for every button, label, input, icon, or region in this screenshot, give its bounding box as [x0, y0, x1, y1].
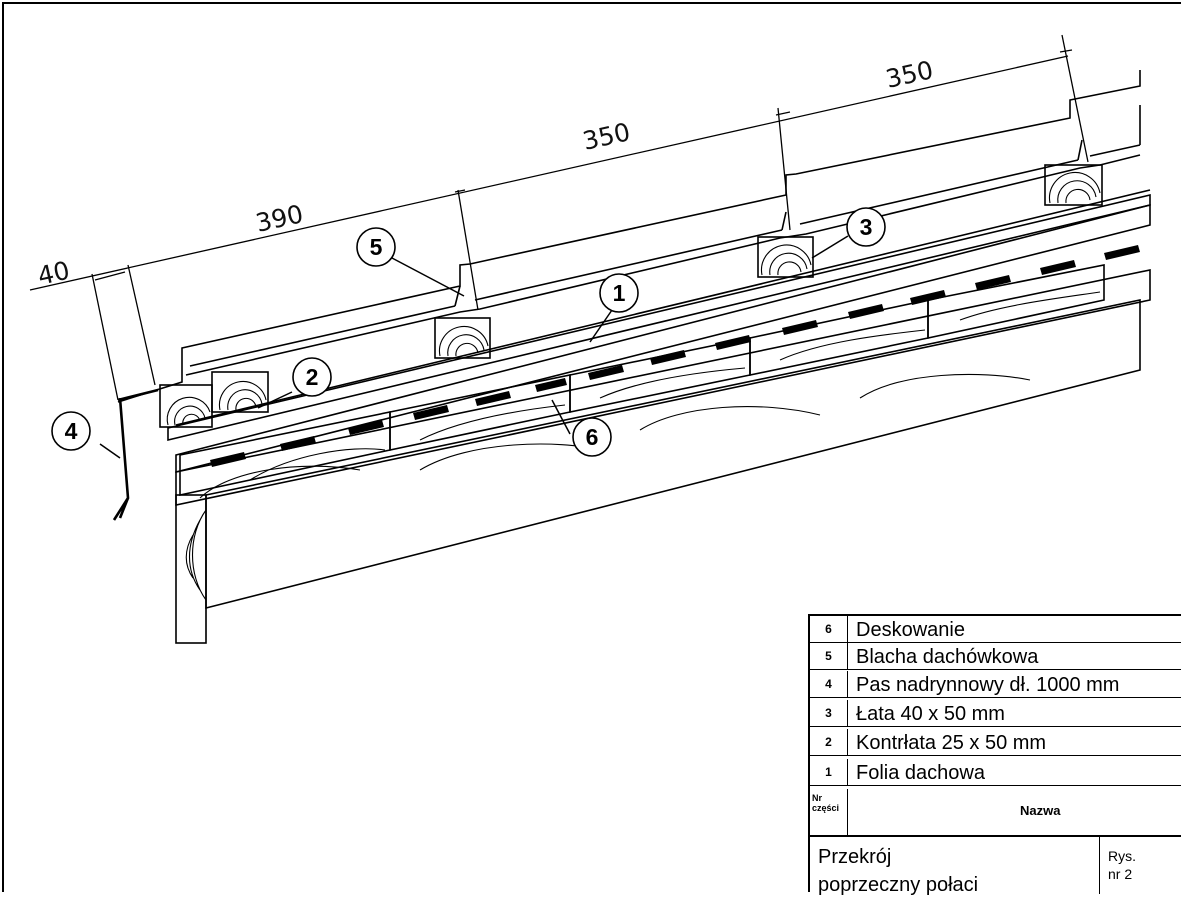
counter-batten-layer — [167, 193, 1151, 474]
legend-row: 4 Pas nadrynnowy dł. 1000 mm — [810, 671, 1181, 698]
drip-edge-flashing — [112, 388, 159, 521]
callout-5: 5 — [356, 227, 396, 267]
legend-name: Deskowanie — [856, 619, 965, 641]
legend-name: Blacha dachówkowa — [856, 646, 1039, 668]
legend-name: Łata 40 x 50 mm — [856, 703, 1005, 725]
drawing-number-line2: nr 2 — [1108, 866, 1133, 882]
legend-header-nr-line2: części — [812, 803, 840, 813]
legend-header: Nr części Nazwa — [810, 789, 1181, 837]
callout-1: 1 — [599, 273, 639, 313]
fascia-board — [175, 494, 207, 644]
legend-header-name: Nazwa — [1020, 803, 1061, 818]
legend-nr: 2 — [810, 729, 848, 755]
callout-3: 3 — [846, 207, 886, 247]
legend-header-nr-line1: Nr — [812, 793, 823, 803]
legend-nr: 1 — [810, 759, 848, 785]
svg-text:1: 1 — [613, 280, 626, 306]
callout-6: 6 — [572, 417, 612, 457]
drawing-title: Przekrój poprzeczny połaci — [810, 837, 1100, 896]
dimension-40: 40 — [35, 256, 72, 291]
callout-2: 2 — [292, 357, 332, 397]
battens — [159, 164, 1103, 428]
legend-row: 1 Folia dachowa — [810, 759, 1181, 786]
dimension-350-a: 350 — [580, 117, 633, 156]
legend-row: 3 Łata 40 x 50 mm — [810, 700, 1181, 727]
legend-name: Folia dachowa — [856, 762, 985, 784]
legend-nr: 6 — [810, 616, 848, 642]
drawing-number-line1: Rys. — [1108, 848, 1136, 864]
drawing-title-line1: Przekrój — [818, 846, 892, 868]
legend-name: Kontrłata 25 x 50 mm — [856, 732, 1047, 754]
svg-text:2: 2 — [306, 364, 319, 390]
legend-header-nr: Nr części — [810, 789, 848, 835]
legend-name: Pas nadrynnowy dł. 1000 mm — [856, 674, 1120, 696]
roof-sheet-profile — [117, 70, 1151, 426]
rafter — [205, 299, 1141, 610]
drawing-title-line2: poprzeczny połaci — [818, 874, 979, 896]
legend-nr: 4 — [810, 671, 848, 697]
dimension-lines — [29, 34, 1089, 401]
parts-legend-table: 6 Deskowanie 5 Blacha dachówkowa 4 Pas n… — [808, 614, 1181, 896]
roof-foil-dashes — [210, 245, 1140, 467]
sheathing-planks — [179, 264, 1105, 496]
legend-row: 6 Deskowanie — [810, 616, 1181, 643]
dimension-390: 390 — [253, 199, 306, 238]
drawing-number: Rys. nr 2 — [1108, 847, 1136, 883]
legend-nr: 5 — [810, 643, 848, 669]
svg-text:4: 4 — [65, 418, 78, 444]
svg-text:5: 5 — [370, 234, 383, 260]
legend-row: 2 Kontrłata 25 x 50 mm — [810, 729, 1181, 756]
legend-nr: 3 — [810, 700, 848, 726]
svg-text:3: 3 — [860, 214, 873, 240]
callout-4: 4 — [51, 411, 91, 451]
svg-text:6: 6 — [586, 424, 599, 450]
legend-row: 5 Blacha dachówkowa — [810, 643, 1181, 670]
leader-lines — [99, 235, 849, 459]
